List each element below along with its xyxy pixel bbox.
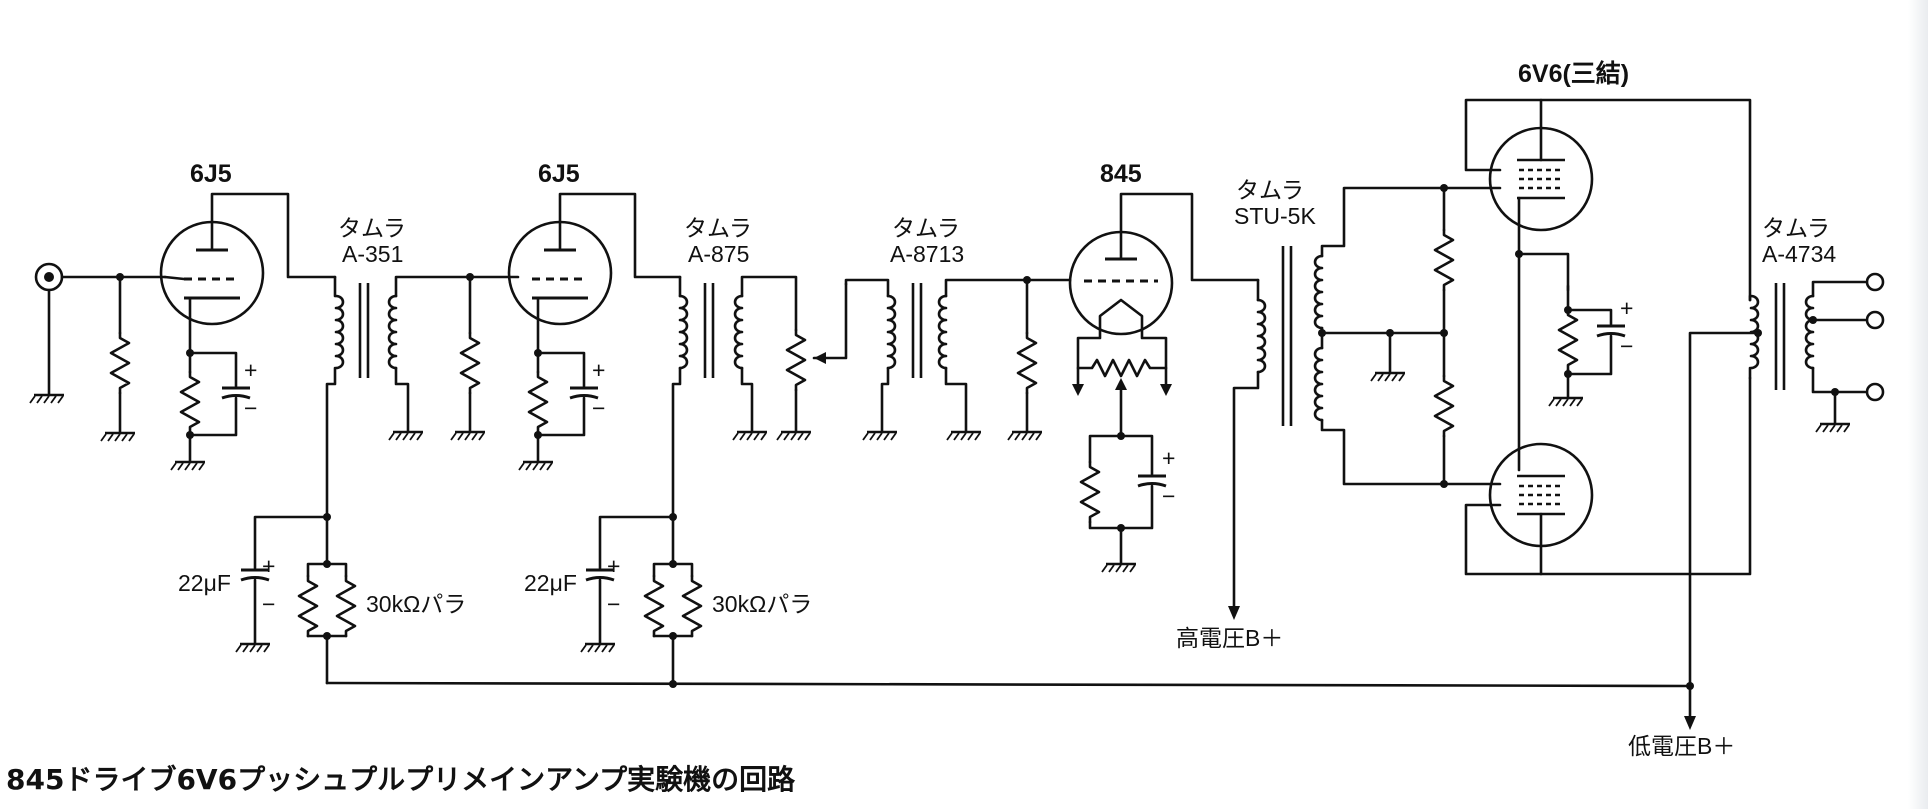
transformer-a8713-maker: タムラ — [892, 215, 960, 241]
figure-caption: 845ドライブ6V6プッシュプルプリメインアンプ実験機の回路 — [6, 763, 796, 796]
cap-plus-4: + — [607, 553, 620, 579]
cap-minus-2: − — [262, 591, 275, 617]
cap-plus-1: + — [244, 357, 257, 383]
transformer-a875 — [678, 283, 744, 378]
transformer-stu5k-maker: タムラ — [1236, 177, 1304, 203]
cap-plus-5: + — [1162, 445, 1175, 471]
high-voltage-b-plus: 高電圧B＋ — [1176, 625, 1283, 651]
cap-plus-6: + — [1620, 295, 1633, 321]
transformer-a4734-maker: タムラ — [1762, 215, 1830, 241]
cap-plus-2: + — [262, 553, 275, 579]
transformer-a875-model: A-875 — [688, 241, 749, 267]
volume-potentiometer — [785, 282, 848, 392]
tube-label-driver: 845 — [1100, 160, 1142, 188]
filament-hum-balance — [1076, 358, 1168, 438]
transformer-a4734 — [1749, 283, 1815, 390]
tube-label-stage2: 6J5 — [538, 160, 580, 188]
tube-label-stage1: 6J5 — [190, 160, 232, 188]
cap-minus-1: − — [244, 395, 257, 421]
transformer-stu5k — [1256, 246, 1324, 426]
transformer-a875-maker: タムラ — [684, 215, 752, 241]
transformer-stu5k-model: STU-5K — [1234, 203, 1316, 229]
cap-plus-3: + — [592, 357, 605, 383]
cap-minus-6: − — [1620, 333, 1633, 359]
transformer-a8713 — [886, 283, 948, 378]
page-edge-shadow — [1908, 0, 1928, 809]
transformer-a351-maker: タムラ — [338, 215, 406, 241]
decoupling-res-2-label: 30kΩパラ — [712, 591, 812, 617]
decoupling-res-1-label: 30kΩパラ — [366, 591, 466, 617]
decoupling-cap-1-label: 22μF — [178, 570, 231, 596]
cap-minus-5: − — [1162, 483, 1175, 509]
cap-minus-3: − — [592, 395, 605, 421]
speaker-terminals — [1865, 272, 1885, 402]
tube-label-output: 6V6(三結) — [1518, 59, 1629, 88]
transformer-a351 — [334, 283, 398, 378]
decoupling-cap-2-label: 22μF — [524, 570, 577, 596]
cap-minus-4: − — [607, 591, 620, 617]
transformer-a351-model: A-351 — [342, 241, 403, 267]
transformer-a8713-model: A-8713 — [890, 241, 964, 267]
low-voltage-b-plus: 低電圧B＋ — [1628, 733, 1735, 759]
input-jack — [34, 262, 64, 292]
transformer-a4734-model: A-4734 — [1762, 241, 1836, 267]
